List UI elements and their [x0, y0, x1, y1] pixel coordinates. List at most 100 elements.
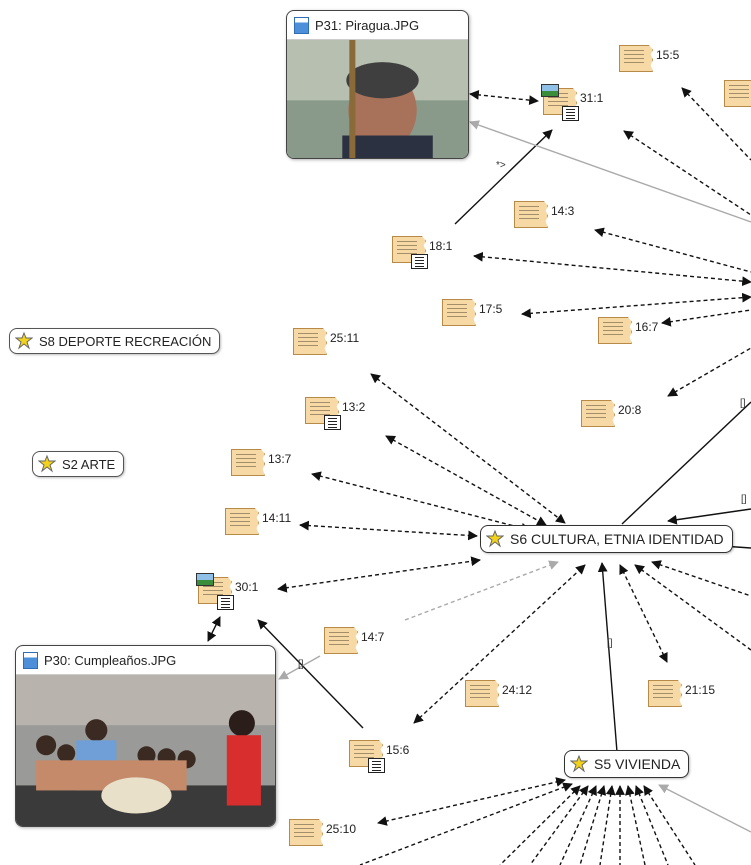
- quotation-icon: [465, 680, 499, 707]
- quotation-label: 14:7: [361, 630, 385, 644]
- quotation-node-offscreen[interactable]: [724, 80, 751, 107]
- edge-p31-offscreen-gray: [469, 120, 751, 223]
- quotation-node-20-8[interactable]: 20:8: [581, 400, 641, 427]
- edge-14-11-s6: [299, 520, 478, 541]
- edge-s5-fan-8: [625, 785, 646, 865]
- quotation-label: 15:6: [386, 743, 410, 757]
- code-node-s5[interactable]: S5 VIVIENDA: [564, 750, 690, 778]
- code-icon: [486, 530, 504, 548]
- quotation-icon: [581, 400, 615, 427]
- quotation-label: 15:5: [656, 48, 680, 62]
- document-badge-icon: [324, 415, 341, 430]
- edge-s5-fan-4: [559, 785, 597, 865]
- quotation-label: 25:10: [326, 822, 357, 836]
- code-label: S5 VIVIENDA: [594, 756, 681, 772]
- edge-s5-fan-3: [529, 785, 589, 865]
- edge-21-15-s6: [619, 564, 668, 663]
- quotation-label: 24:12: [502, 683, 533, 697]
- quotation-icon: [648, 680, 682, 707]
- quotation-label: 13:7: [268, 452, 292, 466]
- quotation-node-13-7[interactable]: 13:7: [231, 449, 291, 476]
- edge-25-10-s5: [377, 777, 566, 826]
- document-badge-icon: [562, 106, 579, 121]
- quotation-node-25-10[interactable]: 25:10: [289, 819, 356, 846]
- edge-14-7-s6-gray: [404, 560, 559, 621]
- document-badge-icon: [411, 254, 428, 269]
- quotation-node-24-12[interactable]: 24:12: [465, 680, 532, 707]
- quotation-node-14-7[interactable]: 14:7: [324, 627, 384, 654]
- edge-label-star: *>: [496, 160, 506, 171]
- quotation-node-16-7[interactable]: 16:7: [598, 317, 658, 344]
- image-document-icon: [294, 16, 309, 34]
- quotation-icon: [541, 84, 579, 121]
- document-title: P31: Piragua.JPG: [315, 17, 420, 33]
- code-node-s2[interactable]: S2 ARTE: [32, 451, 125, 477]
- edge-24-12-s6: [413, 564, 586, 724]
- edge-16-7-offscreen: [661, 309, 751, 327]
- quotation-icon: [305, 397, 341, 430]
- quotation-node-30-1[interactable]: 30:1: [196, 573, 258, 610]
- quotation-icon: [196, 573, 234, 610]
- code-node-s6[interactable]: S6 CULTURA, ETNIA IDENTIDAD: [480, 525, 733, 553]
- quotation-label: 14:3: [551, 204, 575, 218]
- edge-18-1-offscreen: [473, 251, 751, 287]
- quotation-icon: [225, 508, 259, 535]
- edge-label-bracket-1: []: [740, 398, 746, 409]
- code-node-s8[interactable]: S8 DEPORTE RECREACIÓN: [9, 328, 221, 354]
- edge-s6-offscreen-bracket: [621, 401, 751, 525]
- quotation-node-21-15[interactable]: 21:15: [648, 680, 715, 707]
- edge-label-bracket-2: []: [741, 494, 747, 505]
- edge-s5-fan-5: [579, 785, 607, 865]
- quotation-icon: [231, 449, 265, 476]
- edge-s6-offscreen-bracket2: [667, 508, 751, 525]
- quotation-node-25-11[interactable]: 25:11: [293, 328, 359, 355]
- quotation-icon: [293, 328, 327, 355]
- quotation-node-31-1[interactable]: 31:1: [541, 84, 603, 121]
- code-icon: [38, 455, 56, 473]
- edge-s5-fan-9: [634, 785, 669, 865]
- edge-s5-offscreen-gray: [658, 784, 751, 833]
- quotation-label: 17:5: [479, 302, 503, 316]
- quotation-node-17-5[interactable]: 17:5: [442, 299, 502, 326]
- code-label: S2 ARTE: [62, 456, 116, 472]
- edge-s6-offscreen-3: [634, 564, 751, 651]
- edge-20-8-offscreen: [667, 347, 751, 397]
- code-label: S8 DEPORTE RECREACIÓN: [39, 333, 212, 349]
- quotation-node-14-11[interactable]: 14:11: [225, 508, 291, 535]
- edge-31-1-offscreen: [623, 130, 751, 216]
- document-title: P30: Cumpleaños.JPG: [44, 652, 177, 668]
- quotation-node-15-5[interactable]: 15:5: [619, 45, 679, 72]
- edge-label-bracket-4: []: [298, 659, 304, 670]
- edge-s5-fan-6: [599, 785, 616, 865]
- image-badge-icon: [196, 573, 214, 586]
- quotation-node-15-6[interactable]: 15:6: [349, 740, 410, 773]
- image-badge-icon: [541, 84, 559, 97]
- edge-30-1-s6: [277, 556, 481, 593]
- quotation-icon: [289, 819, 323, 846]
- quotation-node-13-2[interactable]: 13:2: [305, 397, 365, 430]
- quotation-label: 18:1: [429, 239, 453, 253]
- edge-s5-fan-2: [499, 785, 581, 865]
- quotation-node-14-3[interactable]: 14:3: [514, 201, 574, 228]
- edge-15-6-30-1: [257, 619, 364, 729]
- quotation-icon: [349, 740, 385, 773]
- edge-p31-31-1: [469, 90, 539, 105]
- document-node-p30[interactable]: P30: Cumpleaños.JPG: [15, 645, 276, 827]
- quotation-icon: [514, 201, 548, 228]
- code-label: S6 CULTURA, ETNIA IDENTIDAD: [510, 531, 724, 547]
- edge-13-2-s6: [385, 435, 547, 526]
- quotation-icon: [324, 627, 358, 654]
- quotation-node-18-1[interactable]: 18:1: [392, 236, 453, 269]
- edge-17-5-offscreen: [521, 292, 751, 319]
- quotation-icon: [442, 299, 476, 326]
- document-node-p31[interactable]: P31: Piragua.JPG: [286, 10, 469, 159]
- edge-label-bracket-3: []: [607, 638, 613, 649]
- photo-thumbnail: [16, 675, 275, 826]
- quotation-icon: [598, 317, 632, 344]
- edge-14-3-offscreen: [594, 227, 751, 273]
- quotation-label: 14:11: [262, 511, 292, 525]
- edge-s5-fan-1: [359, 782, 573, 865]
- quotation-label: 21:15: [685, 683, 716, 697]
- code-icon: [570, 755, 588, 773]
